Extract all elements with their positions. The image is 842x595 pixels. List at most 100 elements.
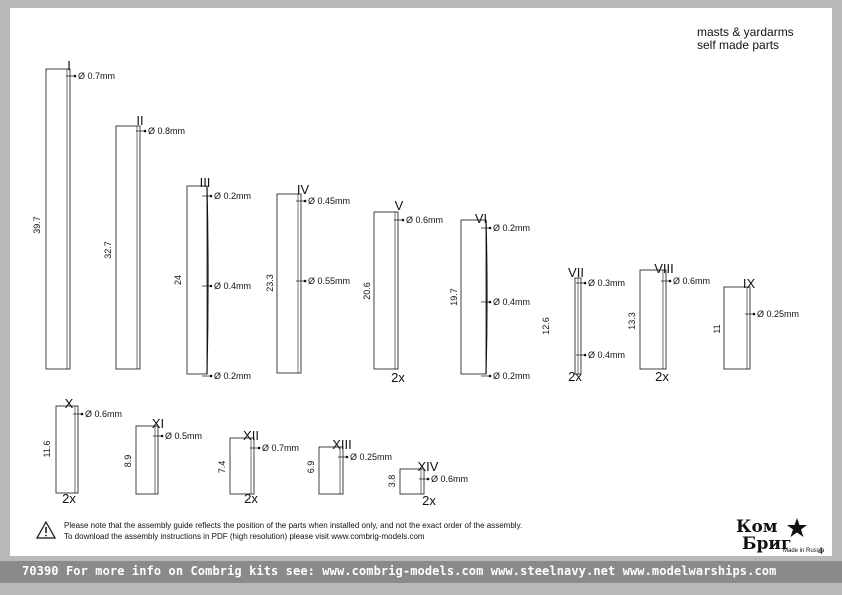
callout-dot-VI-1 bbox=[488, 300, 492, 304]
footer-text: 70390 For more info on Combrig kits see:… bbox=[22, 564, 777, 578]
diameter-label-XII-0: Ø 0.7mm bbox=[262, 443, 299, 453]
callout-dot-IX-0 bbox=[752, 312, 756, 316]
callout-dot-XIV-0 bbox=[426, 477, 430, 481]
callout-dot-VII-0 bbox=[583, 281, 587, 285]
diameter-label-VI-1: Ø 0.4mm bbox=[493, 297, 530, 307]
callout-dot-III-2 bbox=[209, 374, 213, 378]
callout-dot-XIII-0 bbox=[345, 455, 349, 459]
part-label-VII: VII bbox=[568, 265, 584, 280]
part-length-XI: 8.9 bbox=[123, 455, 133, 468]
callout-dot-I-0 bbox=[73, 74, 77, 78]
logo-text-top: Ком bbox=[736, 517, 778, 537]
page-number: 4 bbox=[818, 546, 824, 556]
callout-dot-VIII-0 bbox=[668, 279, 672, 283]
callout-dot-III-0 bbox=[209, 194, 213, 198]
made-in-russia: Made in Russia bbox=[783, 548, 825, 554]
part-length-III: 24 bbox=[173, 275, 183, 285]
diameter-label-II-0: Ø 0.8mm bbox=[148, 126, 185, 136]
part-length-VII: 12.6 bbox=[541, 317, 551, 335]
logo-text-bottom: Бриг bbox=[742, 534, 792, 554]
part-label-V: V bbox=[395, 198, 404, 213]
part-outline-IV bbox=[276, 193, 302, 374]
part-qty-X: 2x bbox=[62, 491, 76, 506]
part-qty-V: 2x bbox=[391, 370, 405, 385]
part-length-XIII: 6.9 bbox=[306, 461, 316, 474]
part-label-VIII: VIII bbox=[654, 261, 674, 276]
callout-dot-II-0 bbox=[143, 129, 147, 133]
diameter-label-III-0: Ø 0.2mm bbox=[214, 191, 251, 201]
part-length-IV: 23.3 bbox=[265, 274, 275, 292]
part-length-X: 11.6 bbox=[42, 441, 52, 458]
part-qty-XIV: 2x bbox=[422, 493, 436, 508]
diameter-label-XIII-0: Ø 0.25mm bbox=[350, 452, 392, 462]
part-length-V: 20.6 bbox=[362, 282, 372, 300]
callout-dot-XI-0 bbox=[160, 434, 164, 438]
diameter-label-III-2: Ø 0.2mm bbox=[214, 371, 251, 381]
part-outline-XIV bbox=[399, 468, 425, 495]
part-length-IX: 11 bbox=[712, 324, 722, 333]
diameter-label-IV-0: Ø 0.45mm bbox=[308, 196, 350, 206]
page-title-line1: masts & yardarms bbox=[697, 25, 794, 39]
callout-dot-IV-1 bbox=[303, 279, 307, 283]
diameter-label-XIV-0: Ø 0.6mm bbox=[431, 474, 468, 484]
part-qty-VII: 2x bbox=[568, 369, 582, 384]
part-outline-XII bbox=[229, 437, 255, 495]
star-icon bbox=[787, 518, 807, 537]
part-outline-XIII bbox=[318, 446, 344, 495]
part-length-II: 32.7 bbox=[103, 241, 113, 259]
diameter-label-V-0: Ø 0.6mm bbox=[406, 215, 443, 225]
diameter-label-VIII-0: Ø 0.6mm bbox=[673, 276, 710, 286]
assembly-notice: Please note that the assembly guide refl… bbox=[36, 518, 596, 548]
callout-dot-V-0 bbox=[401, 218, 405, 222]
callout-dot-III-1 bbox=[209, 284, 213, 288]
part-label-IV: IV bbox=[297, 182, 310, 197]
part-label-XII: XII bbox=[243, 428, 259, 443]
warning-icon bbox=[36, 521, 56, 539]
callout-dot-IV-0 bbox=[303, 199, 307, 203]
diameter-label-VI-0: Ø 0.2mm bbox=[493, 223, 530, 233]
part-rod-III bbox=[206, 185, 209, 375]
part-label-XIV: XIV bbox=[418, 459, 439, 474]
diameter-label-VII-1: Ø 0.4mm bbox=[588, 350, 625, 360]
part-length-XIV: 3.8 bbox=[387, 475, 397, 488]
part-outline-X bbox=[55, 405, 79, 494]
callout-dot-XII-0 bbox=[257, 446, 261, 450]
part-label-III: III bbox=[200, 175, 211, 190]
callout-dot-X-0 bbox=[80, 412, 84, 416]
diameter-label-VI-2: Ø 0.2mm bbox=[493, 371, 530, 381]
part-label-X: X bbox=[65, 396, 74, 411]
part-label-XIII: XIII bbox=[332, 437, 352, 452]
part-label-VI: VI bbox=[475, 211, 487, 226]
part-length-VIII: 13.3 bbox=[627, 312, 637, 330]
part-length-VI: 19.7 bbox=[449, 288, 459, 306]
diameter-label-IV-1: Ø 0.55mm bbox=[308, 276, 350, 286]
part-label-II: II bbox=[136, 113, 143, 128]
diameter-label-XI-0: Ø 0.5mm bbox=[165, 431, 202, 441]
part-label-I: I bbox=[67, 58, 71, 73]
part-qty-VIII: 2x bbox=[655, 369, 669, 384]
combrig-logo: Ком Бриг Made in Russia bbox=[730, 517, 830, 557]
notice-line-2: To download the assembly instructions in… bbox=[64, 532, 425, 541]
page-title-line2: self made parts bbox=[697, 38, 780, 52]
part-outline-II bbox=[115, 125, 141, 370]
part-length-I: 39.7 bbox=[32, 216, 42, 234]
part-outline-IX bbox=[723, 286, 751, 370]
part-outline-V bbox=[373, 211, 399, 370]
part-outline-XI bbox=[135, 425, 159, 495]
diameter-label-I-0: Ø 0.7mm bbox=[78, 71, 115, 81]
callout-dot-VI-0 bbox=[488, 226, 492, 230]
part-rod-VI bbox=[485, 219, 488, 375]
part-qty-XII: 2x bbox=[244, 491, 258, 506]
callout-dot-VII-1 bbox=[583, 353, 587, 357]
part-outline-III bbox=[186, 185, 208, 375]
part-outline-I bbox=[45, 68, 71, 370]
diameter-label-VII-0: Ø 0.3mm bbox=[588, 278, 625, 288]
diameter-label-X-0: Ø 0.6mm bbox=[85, 409, 122, 419]
part-length-XII: 7.4 bbox=[217, 461, 227, 474]
notice-line-1: Please note that the assembly guide refl… bbox=[64, 521, 523, 530]
footer-bar: 70390 For more info on Combrig kits see:… bbox=[0, 561, 842, 583]
part-label-IX: IX bbox=[743, 276, 756, 291]
diameter-label-IX-0: Ø 0.25mm bbox=[757, 309, 799, 319]
callout-dot-VI-2 bbox=[488, 374, 492, 378]
